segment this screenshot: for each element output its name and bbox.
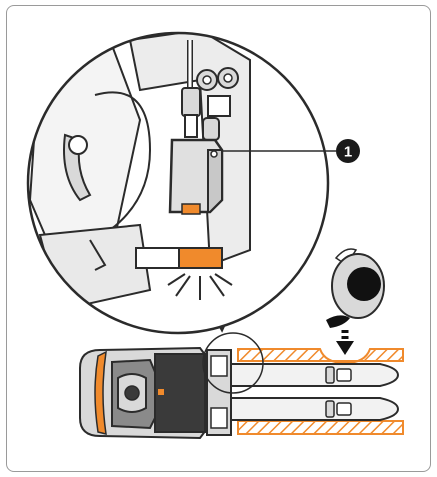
fitting-2-core	[223, 73, 233, 83]
fork-lower	[227, 397, 400, 421]
status-light	[158, 389, 164, 395]
sensor-screw	[210, 150, 218, 158]
bolt-left	[68, 135, 88, 155]
pedestrian-top-view	[326, 248, 385, 328]
indicator-light-rays	[167, 273, 233, 300]
magnifier-border	[26, 31, 330, 335]
connector-top	[181, 87, 201, 117]
fork-upper	[227, 363, 400, 387]
pedestrian-head	[347, 267, 381, 301]
rack-lower	[237, 420, 404, 435]
indicator-on-segment	[178, 247, 223, 269]
detail-location-ring	[202, 332, 264, 394]
magnifier-content	[28, 33, 251, 312]
mast-sensor-upper	[210, 355, 228, 377]
base-detail	[89, 239, 107, 271]
callout-number: 1	[344, 144, 352, 161]
fitting-1-core	[202, 75, 212, 85]
fork-roller-2	[336, 368, 352, 382]
fork-roller-3	[325, 400, 335, 418]
rack-upper	[237, 348, 404, 365]
sensor-led	[181, 203, 201, 215]
forklift-top-view	[79, 332, 400, 440]
detail-magnifier	[26, 31, 330, 335]
pedestrian-shoe	[326, 315, 350, 328]
callout-1: 1	[222, 139, 360, 163]
fork-roller-1	[325, 366, 335, 384]
fork-roller-4	[336, 402, 352, 416]
frame-curve	[94, 91, 152, 231]
sensor-side	[207, 149, 223, 213]
movement-arrow	[336, 330, 354, 355]
mast-sensor-lower	[210, 407, 228, 429]
callout-badge	[336, 139, 360, 163]
indicator-off-segment	[135, 247, 180, 269]
connector-plug	[184, 114, 198, 138]
cable-gland	[202, 117, 220, 141]
steering-wheel	[124, 385, 140, 401]
connector-side	[207, 95, 231, 117]
rear-bumper	[94, 350, 107, 435]
